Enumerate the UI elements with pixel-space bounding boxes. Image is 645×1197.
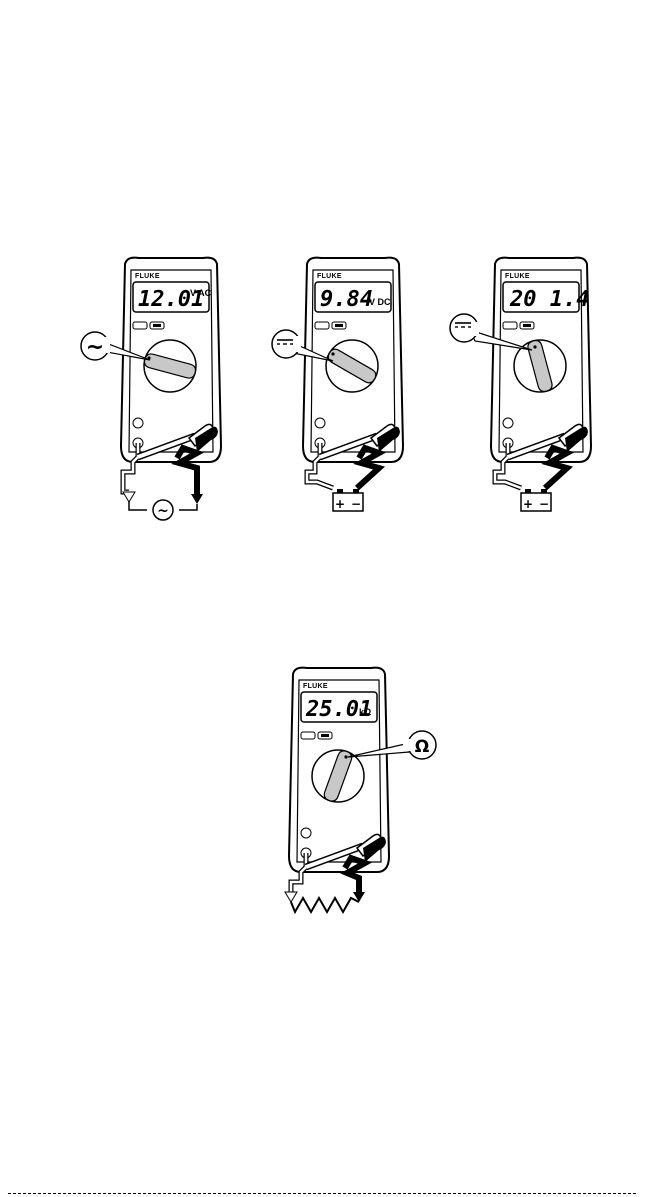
meter-dc-volts: FLUKE 9.84 V DC + − xyxy=(303,258,403,511)
brand-label: FLUKE xyxy=(317,273,342,280)
com-jack[interactable] xyxy=(503,418,513,428)
meter-ac-volts: FLUKE 12.01 V AC ~ xyxy=(121,258,221,520)
svg-text:−: − xyxy=(351,497,361,511)
svg-text:+: + xyxy=(523,497,533,511)
svg-text:~: ~ xyxy=(157,503,169,519)
lcd-reading: 9.84 xyxy=(320,287,373,312)
meter-ohms: FLUKE 25.01 kΩ xyxy=(285,668,389,912)
svg-text:+: + xyxy=(335,497,345,511)
ac-voltage-icon: ~ xyxy=(86,335,104,360)
page-edge-rule xyxy=(8,1193,636,1194)
ohms-icon: Ω xyxy=(415,737,429,757)
lcd-unit: V AC xyxy=(190,288,212,298)
lcd-reading: 20 1.4 xyxy=(509,287,589,312)
battery-icon: + − xyxy=(333,489,363,511)
com-jack[interactable] xyxy=(301,828,311,838)
meter-dc-volts-2: FLUKE 20 1.4 + − xyxy=(491,258,591,511)
hold-button[interactable] xyxy=(133,322,147,329)
hold-button[interactable] xyxy=(315,322,329,329)
svg-text:−: − xyxy=(539,497,549,511)
brand-label: FLUKE xyxy=(135,273,160,280)
com-jack[interactable] xyxy=(133,418,143,428)
resistor-icon xyxy=(291,898,359,912)
brand-label: FLUKE xyxy=(303,683,328,690)
lcd-unit: kΩ xyxy=(359,707,371,717)
com-jack[interactable] xyxy=(315,418,325,428)
battery-icon: + − xyxy=(521,489,551,511)
hold-button[interactable] xyxy=(301,732,315,739)
lcd-unit: V DC xyxy=(369,297,391,307)
brand-label: FLUKE xyxy=(505,273,530,280)
hold-button[interactable] xyxy=(503,322,517,329)
